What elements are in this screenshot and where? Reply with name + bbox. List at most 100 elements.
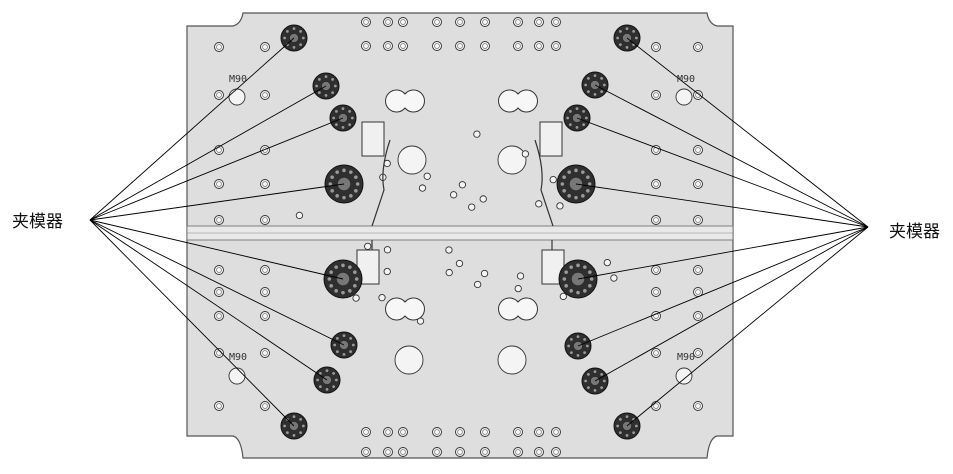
bottom-hole [432,427,442,437]
hole-inner [216,267,222,273]
bottom-hole [361,447,371,457]
clamp-bolt [342,168,346,173]
clamp-bolt [569,337,573,341]
hole-inner [363,43,369,49]
side-hole [651,401,661,411]
hole-inner [695,181,701,187]
side-hole [693,265,703,275]
side-hole [260,42,270,52]
bracket-block [539,121,563,157]
clamp-bolt [354,189,358,193]
small-hole [521,150,530,158]
clamp-bolt [285,43,289,47]
clamp-bolt [354,277,359,281]
hole-inner [363,449,369,455]
side-hole [260,401,270,411]
leader-line-left [89,219,328,381]
hole-inner [385,449,391,455]
clamp-bolt [574,195,578,200]
bottom-hole [513,447,523,457]
side-hole [260,145,270,155]
side-hole [260,265,270,275]
cavity-lower-left [385,297,425,321]
clamp-bolt [332,371,336,375]
clamp-bolt [581,194,585,198]
clamp-bolt [292,45,296,49]
small-hole [480,269,489,278]
clamp-bolt [349,170,353,174]
hole-inner [262,403,268,409]
top-hole [398,41,408,51]
clamp-bolt [355,182,360,186]
large-hole [675,88,693,106]
small-hole [610,274,618,282]
clamp-bolt [618,29,622,33]
clamp-bolt [335,350,339,354]
small-hole [455,259,464,268]
clamp-bolt [292,433,296,437]
clamp-bolt [588,284,592,288]
clamp-bolt [576,263,580,268]
hole-inner [536,449,542,455]
large-hole [228,367,246,385]
hole-inner [553,429,559,435]
bottom-hole [398,447,408,457]
clamp-bolt [292,27,296,31]
clamp-bolt [331,91,335,95]
hole-inner [695,403,701,409]
clamp-bolt [348,289,352,293]
side-hole [651,287,661,297]
clamp-bolt [285,431,289,435]
clamp-bolt [351,343,355,347]
cavity-hole [497,345,527,375]
bottom-hole [534,447,544,457]
bottom-hole [551,447,561,457]
clamp-bolt [587,182,592,186]
side-hole [260,215,270,225]
leader-line-right [626,37,869,228]
clamp-bolt [353,270,357,274]
bottom-hole [432,447,442,457]
hole-inner [457,19,463,25]
plate-mark-lower-left: M90 [229,352,247,363]
clamp-bolt [329,284,333,288]
clamp-bolt [584,379,588,383]
small-hole [603,258,611,267]
hole-inner [262,217,268,223]
hole-inner [653,350,659,356]
hole-inner [482,19,488,25]
clamp-bolt [335,336,339,340]
clamp-bolt [582,123,586,127]
hole-inner [695,147,701,153]
clamp-bolt [348,109,352,113]
clamp-bolt [584,116,588,120]
clamp-bolt [562,189,566,193]
hole-inner [434,19,440,25]
hole-inner [553,43,559,49]
top-hole [432,17,442,27]
small-hole [514,284,522,293]
top-hole [383,41,393,51]
clamp-bolt [333,84,337,88]
hole-inner [363,429,369,435]
clamp-bolt [583,351,587,355]
small-hole [383,246,392,254]
leader-line-right [576,117,869,228]
clamp-bolt [602,83,606,87]
hole-inner [695,289,701,295]
leader-line-left [89,85,327,221]
leader-line-left [89,117,344,221]
bottom-hole [534,427,544,437]
bottom-hole [480,427,490,437]
top-hole [383,17,393,27]
leader-line-right [626,226,869,427]
hole-inner [695,350,701,356]
clamp-bolt [301,36,305,40]
side-hole [651,215,661,225]
clamp-bolt [602,379,606,383]
clamp-bolt [332,385,336,389]
clamp-bolt [600,90,604,94]
cavity-upper-right [498,89,538,113]
hole-inner [653,44,659,50]
clamp-bolt [576,290,580,295]
